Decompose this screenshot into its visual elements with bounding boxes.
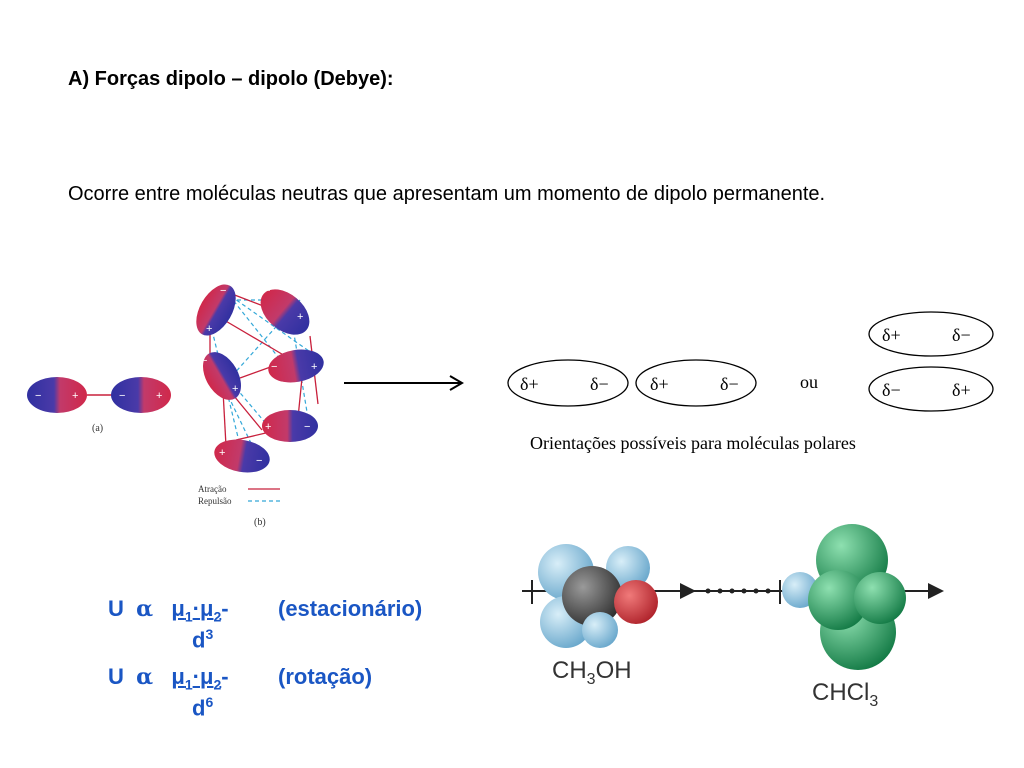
svg-text:−: − xyxy=(201,355,207,367)
orientations-figure: δ+ δ− δ+ δ− ou δ+ δ− δ− δ+ Orientações p… xyxy=(507,311,994,453)
figure-b: − + − + − + − + + − + − Atração Repulsão (b) xyxy=(196,284,324,528)
slide-heading: A) Forças dipolo – dipolo (Debye): xyxy=(68,68,394,90)
svg-text:−: − xyxy=(256,455,262,467)
equation-rotation: U α μ1·μ2- xyxy=(108,664,229,693)
equation-rotation-note: (rotação) xyxy=(278,664,373,689)
label-chcl3: CHCl3 xyxy=(812,679,878,710)
legend-repulsion: Repulsão xyxy=(198,496,232,506)
svg-text:+: + xyxy=(265,421,271,433)
chloroform-model xyxy=(782,524,906,670)
svg-text:+: + xyxy=(297,311,303,323)
or-word: ou xyxy=(800,372,818,392)
molecules-figure: CH3OH CHCl3 xyxy=(522,524,944,710)
svg-text:−: − xyxy=(220,285,226,297)
svg-text:+: + xyxy=(311,361,317,373)
svg-text:δ+: δ+ xyxy=(520,374,539,394)
dipole-a2 xyxy=(111,377,171,413)
svg-text:δ−: δ− xyxy=(720,374,739,394)
svg-text:−: − xyxy=(304,421,310,433)
slide-paragraph: Ocorre entre moléculas neutras que apres… xyxy=(68,183,826,205)
svg-text:δ−: δ− xyxy=(882,380,901,400)
equation-stationary: U α μ1·μ2- xyxy=(108,596,229,625)
svg-text:−: − xyxy=(35,390,41,402)
svg-text:+: + xyxy=(206,323,212,335)
methanol-model xyxy=(538,544,658,648)
equation-stationary-note: (estacionário) xyxy=(278,596,423,621)
svg-text:δ+: δ+ xyxy=(952,380,971,400)
svg-text:−: − xyxy=(119,390,125,402)
svg-text:δ−: δ− xyxy=(952,325,971,345)
svg-text:+: + xyxy=(232,383,238,395)
label-ch3oh: CH3OH xyxy=(552,657,632,688)
figure-a-label: (a) xyxy=(92,423,103,434)
figure-b-label: (b) xyxy=(254,517,266,528)
svg-text:+: + xyxy=(219,447,225,459)
svg-text:+: + xyxy=(72,390,78,402)
legend-attraction: Atração xyxy=(198,484,227,494)
figure-a: − + − + (a) xyxy=(27,377,171,434)
svg-text:−: − xyxy=(264,285,270,297)
dipole-a1 xyxy=(27,377,87,413)
orientations-caption: Orientações possíveis para moléculas pol… xyxy=(530,433,856,453)
svg-text:δ+: δ+ xyxy=(650,374,669,394)
equation-stationary-denominator: d3 xyxy=(192,626,214,653)
svg-text:+: + xyxy=(156,390,162,402)
svg-text:δ−: δ− xyxy=(590,374,609,394)
equation-rotation-denominator: d6 xyxy=(192,694,214,721)
arrow-right-icon xyxy=(344,375,464,391)
svg-text:δ+: δ+ xyxy=(882,325,901,345)
svg-text:−: − xyxy=(271,361,277,373)
